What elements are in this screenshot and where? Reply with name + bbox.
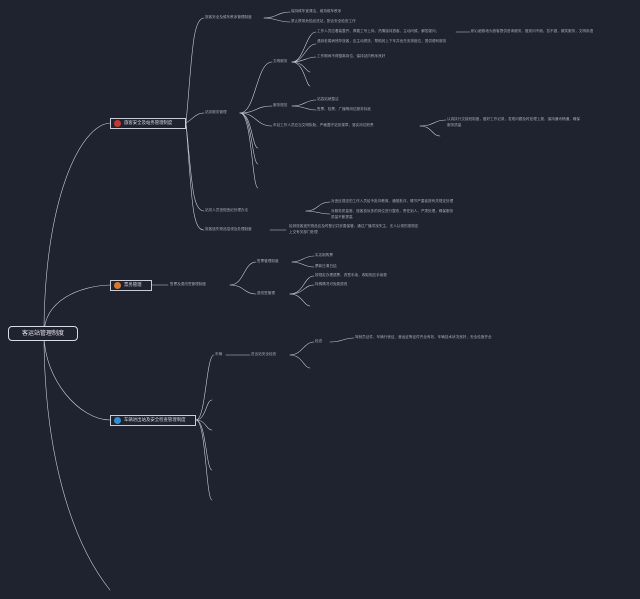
topic-leaf[interactable]: 对服务质量差、旅客投诉多的岗位进行整改，责任到人，严肃处理，确保服务	[331, 209, 454, 213]
topic-safety-order[interactable]: 旅客安全及候车秩序管理制度	[205, 15, 252, 19]
priority-dot-icon	[114, 120, 121, 127]
connector-root-branch3	[43, 333, 111, 421]
topic-civil-service[interactable]: 文明服务	[273, 59, 288, 63]
topic-leaf[interactable]: 按规定办理退票、改签手续，收取相应手续费	[315, 273, 387, 277]
topic-leaf[interactable]: 拾到旅客遗失物品应及时登记并妥善保管，通过广播寻找失主，无人认领的按规定	[289, 224, 419, 228]
topic-leaf[interactable]: 质量不断提高	[331, 215, 353, 219]
topic-duty[interactable]: 车站工作人员应当文明执勤，严格遵守站务规章，落实岗位职责	[273, 123, 374, 127]
priority-dot-icon	[114, 282, 121, 289]
topic-leaf[interactable]: 驾驶员证件、车辆行驶证、营运证等证件齐全有效，车辆技术状况良好，安全设施齐全	[355, 335, 492, 339]
connector-root-tail	[43, 333, 111, 591]
topic-leaf[interactable]: 票款日清日结	[315, 264, 337, 268]
connector-root-branch2	[43, 284, 111, 335]
topic-lost-found[interactable]: 旅客遗失物品招领及处理制度	[205, 227, 252, 231]
topic-ticket-sales[interactable]: 售票管理制度	[257, 259, 279, 263]
branch-node-ticketing[interactable]: 票务管理	[110, 280, 152, 291]
topic-leaf[interactable]: 保持候车室清洁，维持候车秩序	[291, 9, 342, 13]
topic-leaf[interactable]: 工作人员应着装整齐、佩戴工号上岗、热情接待旅客、主动问候、解答疑问、	[317, 29, 440, 33]
branch-label: 旅客安全及站务管理制度	[124, 121, 173, 126]
branch-label: 票务管理	[124, 283, 142, 288]
topic-leaf[interactable]: 工作期间不得擅离岗位，保持站内秩序良好	[317, 54, 386, 58]
topic-leaf-text: 遇到老弱病残孕旅客，应主动搀扶、帮助其上下车并优先安排座位，提供便利服务	[317, 39, 447, 43]
topic-leaf[interactable]: 实名制购票	[315, 253, 333, 257]
topic-leaf[interactable]: 售票、检票、广播等岗位服务标准	[317, 107, 371, 111]
topic-leaf[interactable]: 遇到老弱病残孕旅客，应主动搀扶、帮助其上下车并优先安排座位，提供便利服务	[317, 39, 467, 44]
topic-violation[interactable]: 站务人员违规违纪处理办法	[205, 208, 249, 212]
topic-leaf[interactable]: 对违反规定的工作人员给予批评教育、通报批评，情节严重者按有关规定处理	[331, 199, 454, 203]
topic-refund[interactable]: 退改签管理	[257, 291, 275, 295]
root-node[interactable]: 客运站管理制度	[8, 326, 78, 341]
branch-label: 车辆进出站及安全检查管理制度	[124, 418, 186, 423]
topic-leaf[interactable]: 上交有关部门处理	[289, 230, 318, 234]
topic-leaf[interactable]: 站容站貌整洁	[317, 97, 339, 101]
connector-b1-n3	[185, 122, 205, 212]
topic-station-service[interactable]: 站务服务管理	[205, 110, 227, 114]
topic-leaf[interactable]: 服务质量	[447, 123, 462, 127]
topic-leaf[interactable]: 特殊情况可免费退改	[315, 282, 348, 286]
topic-service-spec[interactable]: 服务规范	[273, 103, 288, 107]
topic-leaf[interactable]: 禁止携带危险品进站，配合安全检查工作	[291, 19, 356, 23]
topic-vehicle[interactable]: 车辆	[215, 352, 223, 356]
topic-inspect[interactable]: 检查	[315, 339, 323, 343]
priority-dot-icon	[114, 417, 121, 424]
connector-root-branch1	[43, 122, 111, 335]
connector-b1-n1	[185, 17, 205, 124]
connector-b1-n4	[185, 122, 205, 231]
topic-leaf[interactable]: 认真执行交接班制度，做好工作记录，发现问题及时处理上报，保持通讯畅通，确保	[447, 117, 580, 121]
connector-b1-n2	[185, 112, 205, 124]
branch-node-vehicle[interactable]: 车辆进出站及安全检查管理制度	[110, 415, 196, 426]
topic-vehicle-check[interactable]: 进出站安全检查	[251, 352, 277, 356]
topic-ticket-rules[interactable]: 售票及退改签管理制度	[170, 282, 206, 286]
branch-node-safety[interactable]: 旅客安全及站务管理制度	[110, 118, 186, 129]
topic-leaf[interactable]: 耐心细致地为旅客提供咨询服务，做到问不倒、答不错，微笑服务，文明用语	[471, 29, 594, 33]
